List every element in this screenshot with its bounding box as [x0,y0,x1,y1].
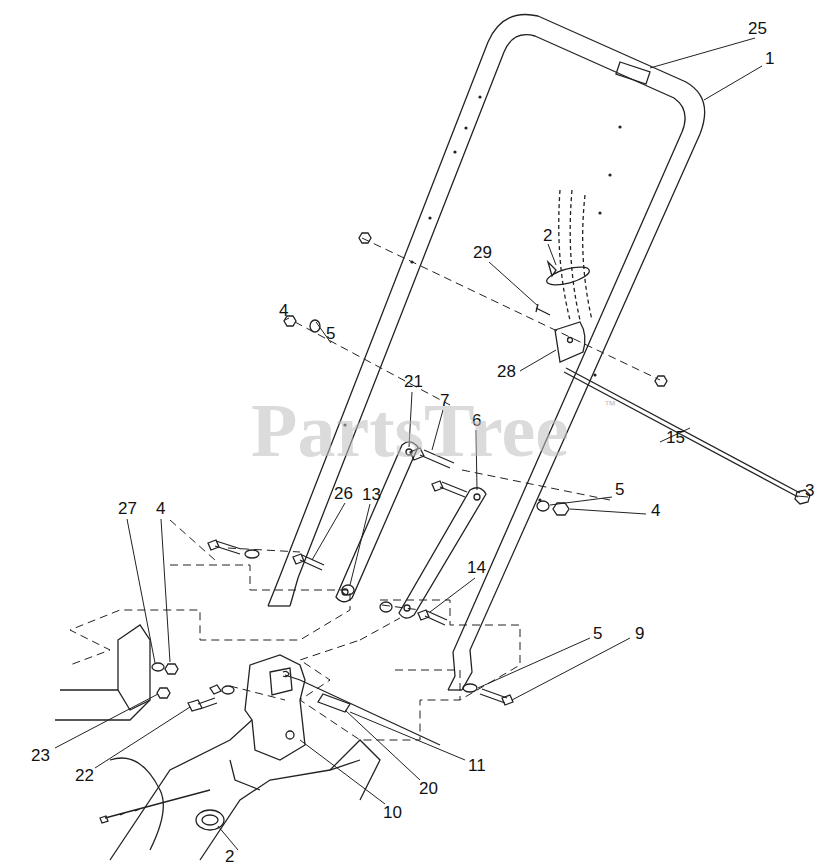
callout-number: 11 [468,757,486,774]
callout-number: 4 [279,302,288,319]
trademark-mark: ™ [604,399,616,411]
callout-number: 27 [118,500,137,517]
callout-number: 26 [334,485,353,502]
callout-number: 20 [419,780,438,797]
callout-number: 5 [593,625,602,642]
callout-number: 21 [404,373,423,390]
callout-number: 13 [362,486,381,503]
callout-number: 29 [473,244,492,261]
callout-number: 22 [75,767,94,784]
callout-number: 14 [467,559,486,576]
callout-number: 28 [497,363,516,380]
callout-number: 3 [805,482,814,499]
callout-number: 5 [326,325,335,342]
callout-number: 23 [31,747,50,764]
callout-number: 15 [666,429,685,446]
callout-number: 9 [635,625,644,642]
callout-number: 10 [383,804,402,821]
callout-number: 2 [543,227,552,244]
callout-number: 1 [765,50,774,67]
callout-number: 4 [156,500,165,517]
callout-number: 4 [651,502,660,519]
callout-number: 5 [615,481,624,498]
callout-number: 25 [748,20,767,37]
watermark: PartsTree [251,392,569,468]
callout-number: 2 [225,848,234,865]
